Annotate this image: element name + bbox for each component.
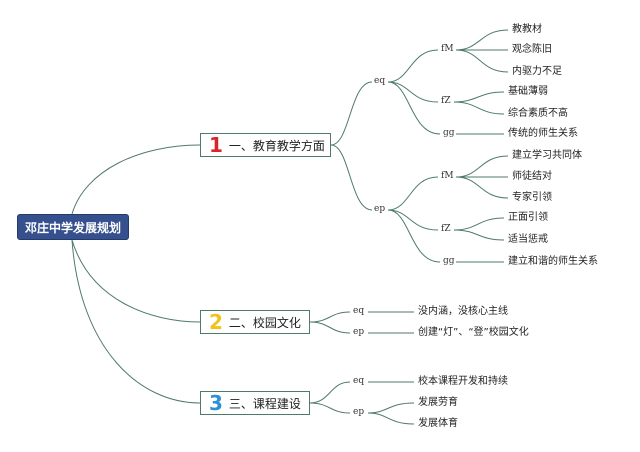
leaf-item[interactable]: 传统的师生关系 — [508, 128, 578, 139]
branch-number-2: 2 — [209, 310, 223, 334]
connector-b1-eq — [330, 81, 373, 146]
group-key[interactable]: eq — [374, 76, 386, 86]
branch-node-3[interactable]: 3 三、课程建设 — [200, 391, 310, 415]
leaf-item[interactable]: 综合素质不高 — [508, 108, 568, 119]
leaf-item[interactable]: 基础薄弱 — [508, 86, 548, 97]
branch-label-1: 一、教育教学方面 — [228, 138, 325, 153]
branch-label-3: 三、课程建设 — [228, 396, 301, 411]
leaf-item[interactable]: 师徒结对 — [512, 171, 552, 182]
leaf-item[interactable]: 发展劳育 — [418, 397, 458, 408]
leaf-item[interactable]: 专家引领 — [512, 192, 552, 203]
subgroup-key[interactable]: gg — [443, 256, 455, 266]
group-key[interactable]: ep — [353, 407, 365, 417]
connector-root-b1 — [71, 144, 201, 215]
subgroup-key[interactable]: fZ — [441, 96, 451, 106]
root-node[interactable]: 邓庄中学发展规划 — [17, 214, 129, 240]
subgroup-key[interactable]: fZ — [441, 224, 451, 234]
group-key[interactable]: eq — [353, 306, 365, 316]
leaf-item[interactable]: 创建“灯”、“登”校园文化 — [418, 327, 529, 338]
group-key[interactable]: ep — [374, 204, 386, 214]
leaf-item[interactable]: 观念陈旧 — [512, 44, 552, 55]
subgroup-key[interactable]: fM — [441, 171, 454, 181]
connector-b1-ep — [330, 144, 373, 211]
leaf-item[interactable]: 教教材 — [512, 24, 542, 35]
leaf-item[interactable]: 发展体育 — [418, 418, 458, 429]
branch-number-1: 1 — [209, 133, 223, 157]
leaf-item[interactable]: 建立和谐的师生关系 — [508, 256, 598, 267]
leaf-item[interactable]: 没内涵，没核心主线 — [418, 306, 508, 317]
group-key[interactable]: eq — [353, 376, 365, 386]
leaf-item[interactable]: 内驱力不足 — [512, 66, 562, 77]
subgroup-key[interactable]: gg — [443, 128, 455, 138]
branch-node-2[interactable]: 2 二、校园文化 — [200, 310, 310, 334]
leaf-item[interactable]: 建立学习共同体 — [512, 150, 582, 161]
subgroup-key[interactable]: fM — [441, 44, 454, 54]
root-title: 邓庄中学发展规划 — [24, 220, 121, 235]
connector-root-b2 — [71, 239, 201, 323]
connector-root-b3 — [71, 239, 201, 404]
branch-number-3: 3 — [209, 391, 223, 415]
branch-label-2: 二、校园文化 — [228, 315, 301, 330]
group-key[interactable]: ep — [353, 327, 365, 337]
branch-node-1[interactable]: 1 一、教育教学方面 — [200, 133, 331, 157]
connector-eq-fm — [387, 49, 439, 83]
leaf-item[interactable]: 适当惩戒 — [508, 234, 548, 245]
leaf-item[interactable]: 正面引领 — [508, 212, 548, 223]
leaf-item[interactable]: 校本课程开发和持续 — [418, 376, 508, 387]
